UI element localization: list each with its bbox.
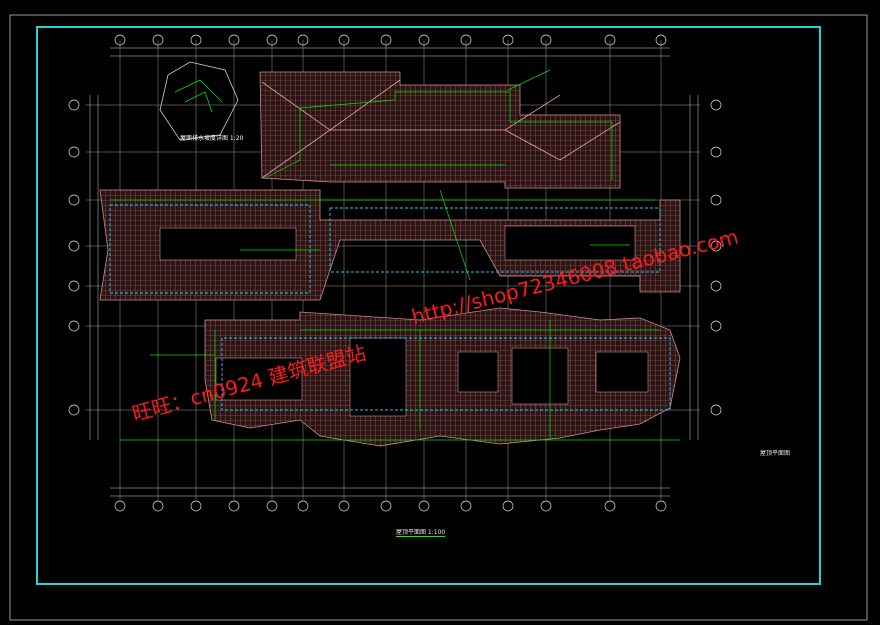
plan-title: 屋顶平面图 1:100 [396, 529, 446, 537]
roof-ridges [261, 79, 621, 179]
detail-bubble [159, 61, 239, 141]
detail-title: 屋面排水坡度详图 1:20 [180, 135, 244, 142]
axis-bubbles-left [68, 99, 80, 416]
title-frame [36, 26, 821, 585]
outer-frame [9, 14, 868, 621]
roof-voids [159, 225, 649, 417]
axis-bubbles-right [710, 99, 722, 416]
dimension-lines [89, 47, 699, 497]
sheet-note: 屋顶平面图 [760, 450, 791, 457]
parapet-outline [109, 204, 671, 411]
axis-bubbles-bottom [114, 500, 667, 512]
drainage-lines [110, 69, 680, 441]
roof-hatch [99, 71, 681, 447]
axis-bubbles-top [114, 34, 667, 46]
